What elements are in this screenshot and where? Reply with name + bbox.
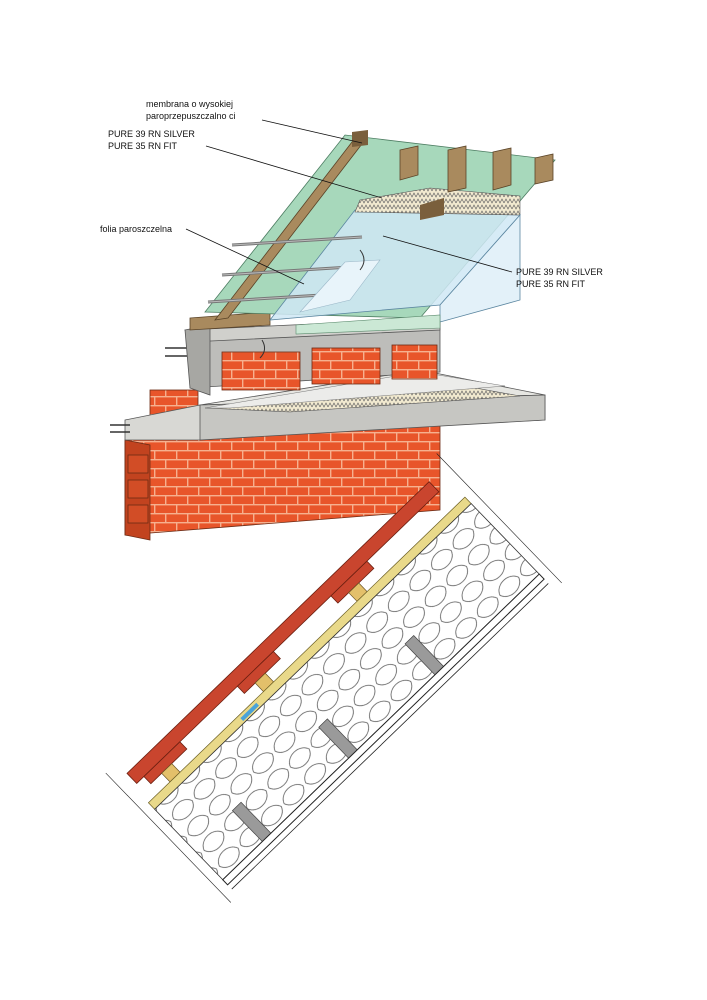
hangers xyxy=(231,635,449,848)
ceiling-line xyxy=(231,583,549,890)
leader-pure-right xyxy=(382,235,513,273)
rebar-ends xyxy=(110,347,190,433)
label-membrane-1: membrana o wysokiej xyxy=(146,99,233,109)
leader-pure-top xyxy=(205,145,383,199)
concrete-floor-slab xyxy=(124,369,546,441)
upper-labels: membrana o wysokiej paroprzepuszczalno c… xyxy=(100,99,603,289)
label-pure-right-2: PURE 35 RN FIT xyxy=(516,279,586,289)
roof-tiles xyxy=(126,481,440,785)
label-pure-top-1: PURE 39 RN SILVER xyxy=(108,129,195,139)
upper-brick-infills xyxy=(221,344,438,391)
lower-section-view xyxy=(105,453,562,903)
leader-vapour-foil xyxy=(185,228,305,285)
wall-plate xyxy=(189,311,271,331)
upper-isometric-view xyxy=(110,130,556,541)
vapour-barrier-foil xyxy=(259,249,381,359)
label-pure-top-2: PURE 35 RN FIT xyxy=(108,141,178,151)
inner-lining xyxy=(222,573,545,886)
label-vapour-foil: folia paroszczelna xyxy=(100,224,172,234)
cut-line-left xyxy=(105,772,232,903)
label-membrane-2: paroprzepuszczalno ci xyxy=(146,111,236,121)
label-pure-right-1: PURE 39 RN SILVER xyxy=(516,267,603,277)
eaves-membrane-strip xyxy=(295,314,441,335)
joint-tape xyxy=(240,702,260,721)
rafters xyxy=(214,130,554,321)
cut-line-right xyxy=(436,453,562,584)
leader-membrane xyxy=(261,119,363,144)
